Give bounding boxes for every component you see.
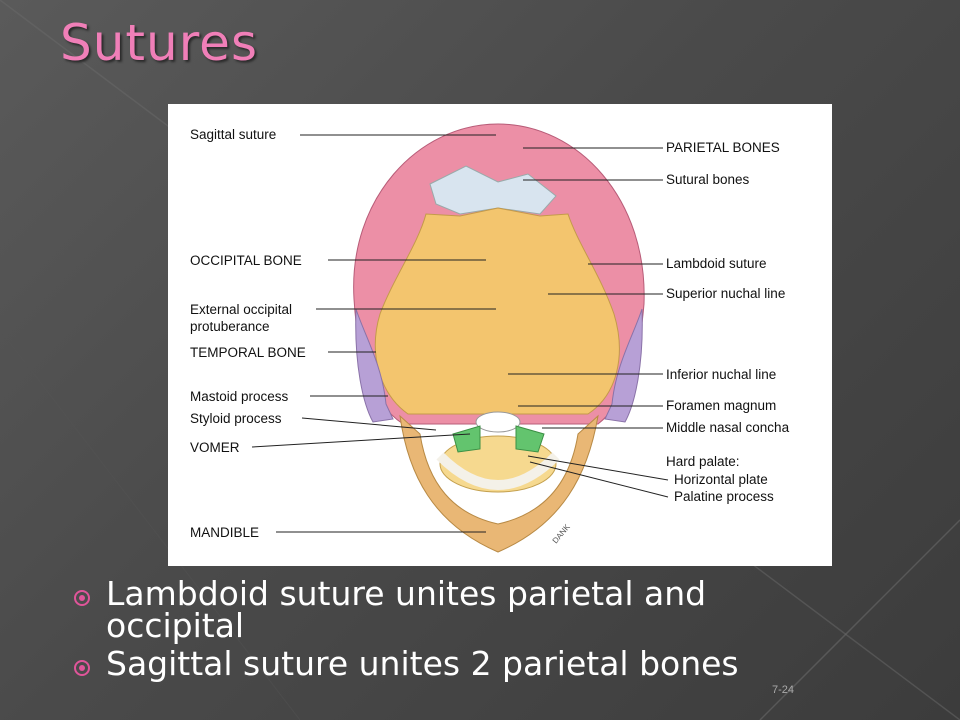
sutural-bones-shape: [429, 165, 557, 215]
nasal-concha-left: [452, 425, 481, 453]
bullet-circle-icon: [74, 590, 90, 606]
label-vomer: VOMER: [190, 440, 240, 455]
mandible-shape: [399, 414, 599, 553]
artist-signature: DANK: [551, 522, 573, 545]
bullet-list: Lambdoid suture unites parietal and occi…: [70, 577, 850, 686]
bullet-item: Lambdoid suture unites parietal and occi…: [70, 577, 850, 642]
leader-lines: [251, 134, 669, 533]
label-palatine-process: Palatine process: [674, 489, 774, 504]
label-hard-palate: Hard palate:: [666, 454, 740, 469]
bullet-text: Lambdoid suture unites parietal and occi…: [106, 574, 707, 645]
bullet-item: Sagittal suture unites 2 parietal bones: [70, 647, 850, 680]
label-lambdoid-suture: Lambdoid suture: [666, 256, 767, 271]
label-superior-nuchal-line: Superior nuchal line: [666, 286, 785, 301]
label-middle-nasal-concha: Middle nasal concha: [666, 420, 790, 435]
label-protuberance: protuberance: [190, 319, 270, 334]
label-mastoid-process: Mastoid process: [190, 389, 289, 404]
label-foramen-magnum: Foramen magnum: [666, 398, 776, 413]
slide-title: Sutures: [60, 14, 258, 72]
slide-number: 7-24: [772, 684, 795, 696]
label-horizontal-plate: Horizontal plate: [674, 472, 768, 487]
label-sagittal-suture: Sagittal suture: [190, 127, 276, 142]
skull-diagram: Sagittal suture OCCIPITAL BONE External …: [168, 104, 832, 566]
label-temporal-bone: TEMPORAL BONE: [190, 345, 306, 360]
bullet-text: Sagittal suture unites 2 parietal bones: [106, 644, 739, 683]
label-styloid-process: Styloid process: [190, 411, 282, 426]
nasal-concha-right: [515, 425, 545, 453]
label-inferior-nuchal-line: Inferior nuchal line: [666, 367, 776, 382]
label-mandible: MANDIBLE: [190, 525, 259, 540]
temporal-bone-right: [604, 308, 643, 423]
bullet-circle-icon: [74, 660, 90, 676]
label-sutural-bones: Sutural bones: [666, 172, 750, 187]
label-occipital-bone: OCCIPITAL BONE: [190, 253, 302, 268]
label-external-occipital: External occipital: [190, 302, 292, 317]
temporal-bone-left: [355, 308, 394, 423]
label-parietal-bones: PARIETAL BONES: [666, 140, 780, 155]
foramen-magnum-shape: [475, 411, 521, 433]
teeth-row: [436, 452, 560, 490]
